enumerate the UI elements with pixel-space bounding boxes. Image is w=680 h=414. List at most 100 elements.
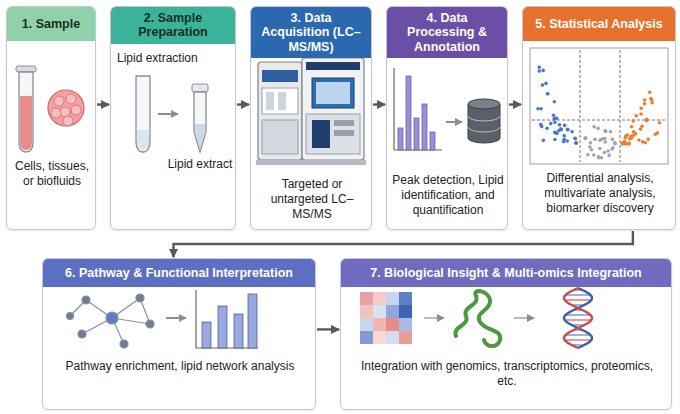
plot-dot: [613, 141, 617, 145]
plot-dot: [592, 153, 596, 157]
plot-dot: [627, 142, 631, 146]
step-box: 7. Biological Insight & Multi-omics Inte…: [340, 258, 672, 410]
text-holder: Lipid extraction: [117, 51, 231, 66]
plot-dot: [598, 147, 602, 151]
plot-dot: [603, 151, 607, 155]
heatmap-cell: [373, 318, 386, 331]
plot-dot: [658, 121, 662, 125]
flow-arrow: [373, 103, 385, 105]
step-caption: Peak detection, Lipid identification, an…: [391, 173, 505, 218]
plot-dot: [553, 138, 557, 142]
dna-strand: [564, 288, 592, 348]
plot-dot: [584, 136, 588, 140]
plot-dot: [634, 114, 638, 118]
heatmap-cell: [360, 331, 373, 344]
extraction-tube: [136, 76, 150, 152]
plot-dot: [641, 140, 645, 144]
text-holder: Peak detection, Lipid identification, an…: [391, 173, 505, 218]
plot-dot: [596, 127, 600, 131]
database-icon: [468, 99, 500, 143]
heatmap-cell: [360, 292, 373, 305]
heatmap-cell: [399, 331, 412, 344]
step-header: 1. Sample: [7, 7, 95, 41]
plot-dot: [645, 117, 649, 121]
plot-dot: [632, 134, 636, 138]
plot-dot: [637, 138, 641, 142]
cell-cluster: [48, 90, 84, 126]
step-header: 5. Statistical Analysis: [523, 7, 675, 41]
plot-dot: [592, 125, 596, 129]
plot-dot: [536, 107, 540, 111]
plot-dot: [603, 129, 607, 133]
plot-dot: [558, 123, 562, 127]
peak-bars: [394, 68, 442, 150]
test-tube: [16, 66, 36, 152]
heatmap-cell: [373, 305, 386, 318]
plot-dot: [639, 106, 643, 110]
plot-dot: [553, 121, 557, 125]
plot-dot: [643, 98, 647, 102]
heatmap-cell: [360, 305, 373, 318]
heatmap-cell: [386, 292, 399, 305]
step-caption: Cells, tissues, or biofluids: [11, 159, 93, 189]
heatmap-cell: [360, 318, 373, 331]
lcms-instrument: [256, 58, 366, 165]
heatmap-cell: [399, 318, 412, 331]
plot-dot: [570, 130, 574, 134]
heatmap-cell: [386, 318, 399, 331]
plot-dot: [545, 127, 549, 131]
step-header: 6. Pathway & Functional Interpretation: [43, 259, 315, 287]
plot-dot: [601, 137, 605, 141]
plot-dot: [631, 119, 635, 123]
flow-arrow: [174, 231, 633, 257]
text-holder: Lipid extract: [167, 157, 233, 172]
step-caption: Integration with genomics, transcriptomi…: [351, 359, 663, 389]
plot-dot: [554, 131, 558, 135]
flow-arrow: [97, 103, 109, 105]
plot-dot: [562, 134, 566, 138]
plot-dot: [553, 117, 557, 121]
plot-dot: [639, 112, 643, 116]
plot-dot: [574, 141, 578, 145]
plot-dot: [565, 139, 569, 143]
step-box: 3. Data Acquisition (LC–MS/MS)Targeted o…: [250, 6, 372, 230]
protein-structure: [455, 291, 500, 346]
plot-dot: [611, 138, 615, 142]
text-holder: Integration with genomics, transcriptomi…: [351, 359, 663, 389]
plot-dot: [648, 91, 652, 95]
heatmap-cell: [386, 331, 399, 344]
step-label: Lipid extract: [167, 157, 233, 172]
plot-dot: [542, 139, 546, 143]
step-header: 4. Data Processing & Annotation: [387, 7, 507, 58]
text-holder: Differential analysis, multivariate anal…: [527, 171, 673, 216]
plot-dot: [590, 148, 594, 152]
plot-dot: [546, 92, 550, 96]
heatmap-cell: [373, 331, 386, 344]
plot-dot: [552, 113, 556, 117]
plot-dot: [574, 141, 578, 145]
plot-dot: [604, 130, 608, 134]
dna-rung: [566, 294, 591, 296]
plot-dot: [597, 155, 601, 159]
plot-dot: [563, 124, 567, 128]
step-box: 1. SampleCells, tissues, or biofluids: [6, 6, 96, 230]
plot-dot: [653, 133, 657, 137]
plot-dot: [586, 153, 590, 157]
plot-dot: [632, 130, 636, 134]
dna-rung: [566, 314, 591, 316]
flow-arrow: [509, 103, 521, 105]
enrichment-bars: [196, 290, 258, 348]
volcano-plot: [530, 48, 668, 164]
plot-dot: [621, 141, 625, 145]
plot-dot: [538, 66, 542, 70]
plot-dot: [589, 141, 593, 145]
plot-dot: [541, 83, 545, 87]
step-label: Lipid extraction: [117, 51, 231, 66]
lipid-network: [67, 294, 155, 348]
step-header: 2. Sample Preparation: [111, 7, 235, 44]
step-box: 5. Statistical AnalysisDifferential anal…: [522, 6, 676, 230]
plot-dot: [538, 69, 542, 73]
plot-dot: [566, 128, 570, 132]
plot-dot: [574, 137, 578, 141]
plot-dot: [539, 107, 543, 111]
